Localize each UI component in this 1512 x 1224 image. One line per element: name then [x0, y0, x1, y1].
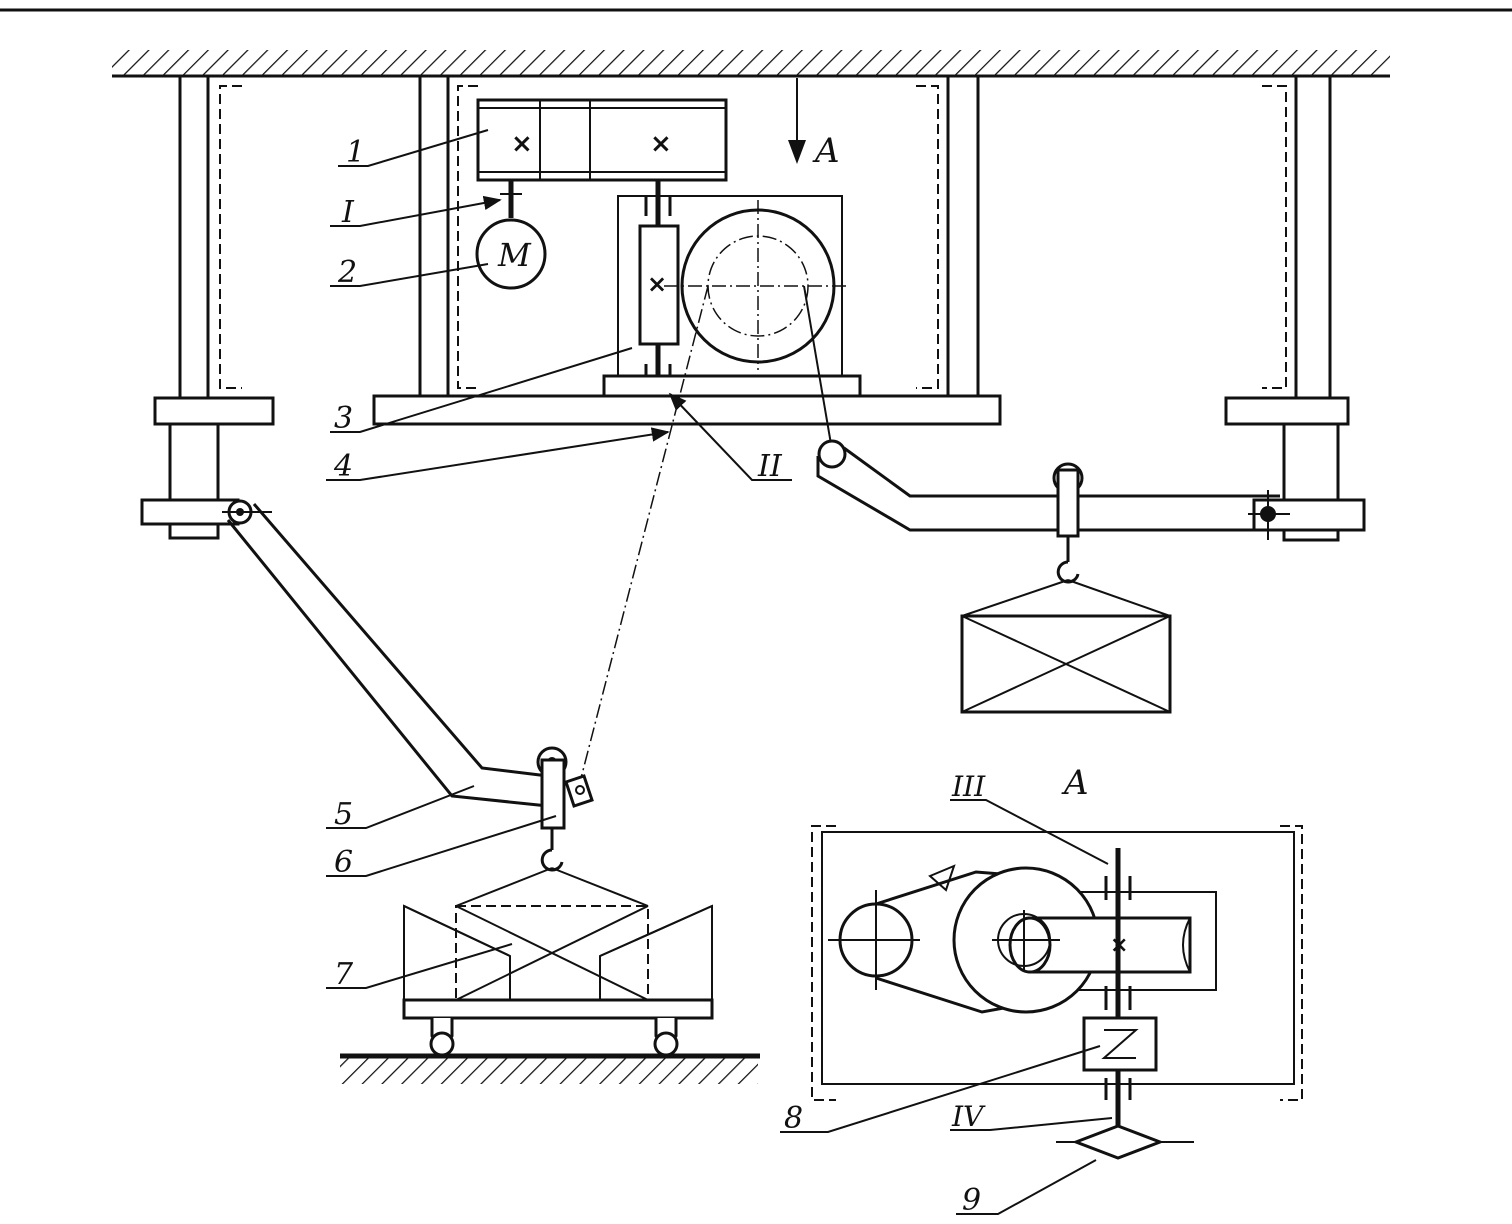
hoist-rope-left — [579, 285, 709, 783]
hoist-rope-right — [803, 285, 833, 451]
left-pulley-hook — [536, 746, 594, 872]
label-7: 7 — [334, 957, 354, 992]
left-load-crate — [455, 867, 649, 1001]
trolley-platform — [372, 394, 1002, 426]
left-hoist-arm — [222, 499, 549, 808]
svg-text:A: A — [812, 131, 840, 171]
label-III: III — [951, 770, 986, 803]
transport-cart — [402, 904, 714, 1057]
floor — [340, 1053, 760, 1084]
label-3: 3 — [334, 401, 353, 436]
svg-text:×: × — [511, 129, 533, 159]
label-4: 4 — [333, 449, 353, 484]
gearbox-reducer: × × — [476, 98, 728, 182]
svg-text:×: × — [647, 270, 667, 298]
view-arrow-a: A — [788, 78, 840, 171]
label-9: 9 — [962, 1183, 981, 1218]
label-I: I — [341, 195, 355, 230]
ceiling — [112, 50, 1390, 78]
motor-icon — [475, 218, 547, 290]
label-8: 8 — [784, 1101, 803, 1136]
label-II: II — [757, 449, 783, 484]
svg-text:A: A — [1061, 763, 1089, 803]
svg-text:×: × — [650, 129, 672, 159]
left-column — [140, 76, 275, 540]
view-a-detail: A × — [811, 763, 1303, 1160]
label-5: 5 — [334, 797, 353, 832]
winch-drum — [602, 195, 862, 398]
label-1: 1 — [346, 135, 365, 170]
svg-text:M: M — [497, 236, 532, 274]
callout-labels: 1 I 2 3 4 II 5 6 7 III 8 IV 9 — [333, 135, 986, 1218]
label-2: 2 — [337, 255, 357, 290]
label-IV: IV — [951, 1100, 986, 1133]
right-hoist-arm — [816, 439, 1290, 540]
label-6: 6 — [334, 845, 353, 880]
leader-lines — [326, 129, 1113, 1215]
right-pulley-hook — [1052, 462, 1084, 584]
central-frame — [372, 76, 1002, 426]
right-load-crate — [960, 579, 1172, 714]
drum-drive-shaft: × — [638, 180, 680, 388]
right-column — [1224, 76, 1366, 542]
motor-unit: M — [475, 180, 547, 290]
